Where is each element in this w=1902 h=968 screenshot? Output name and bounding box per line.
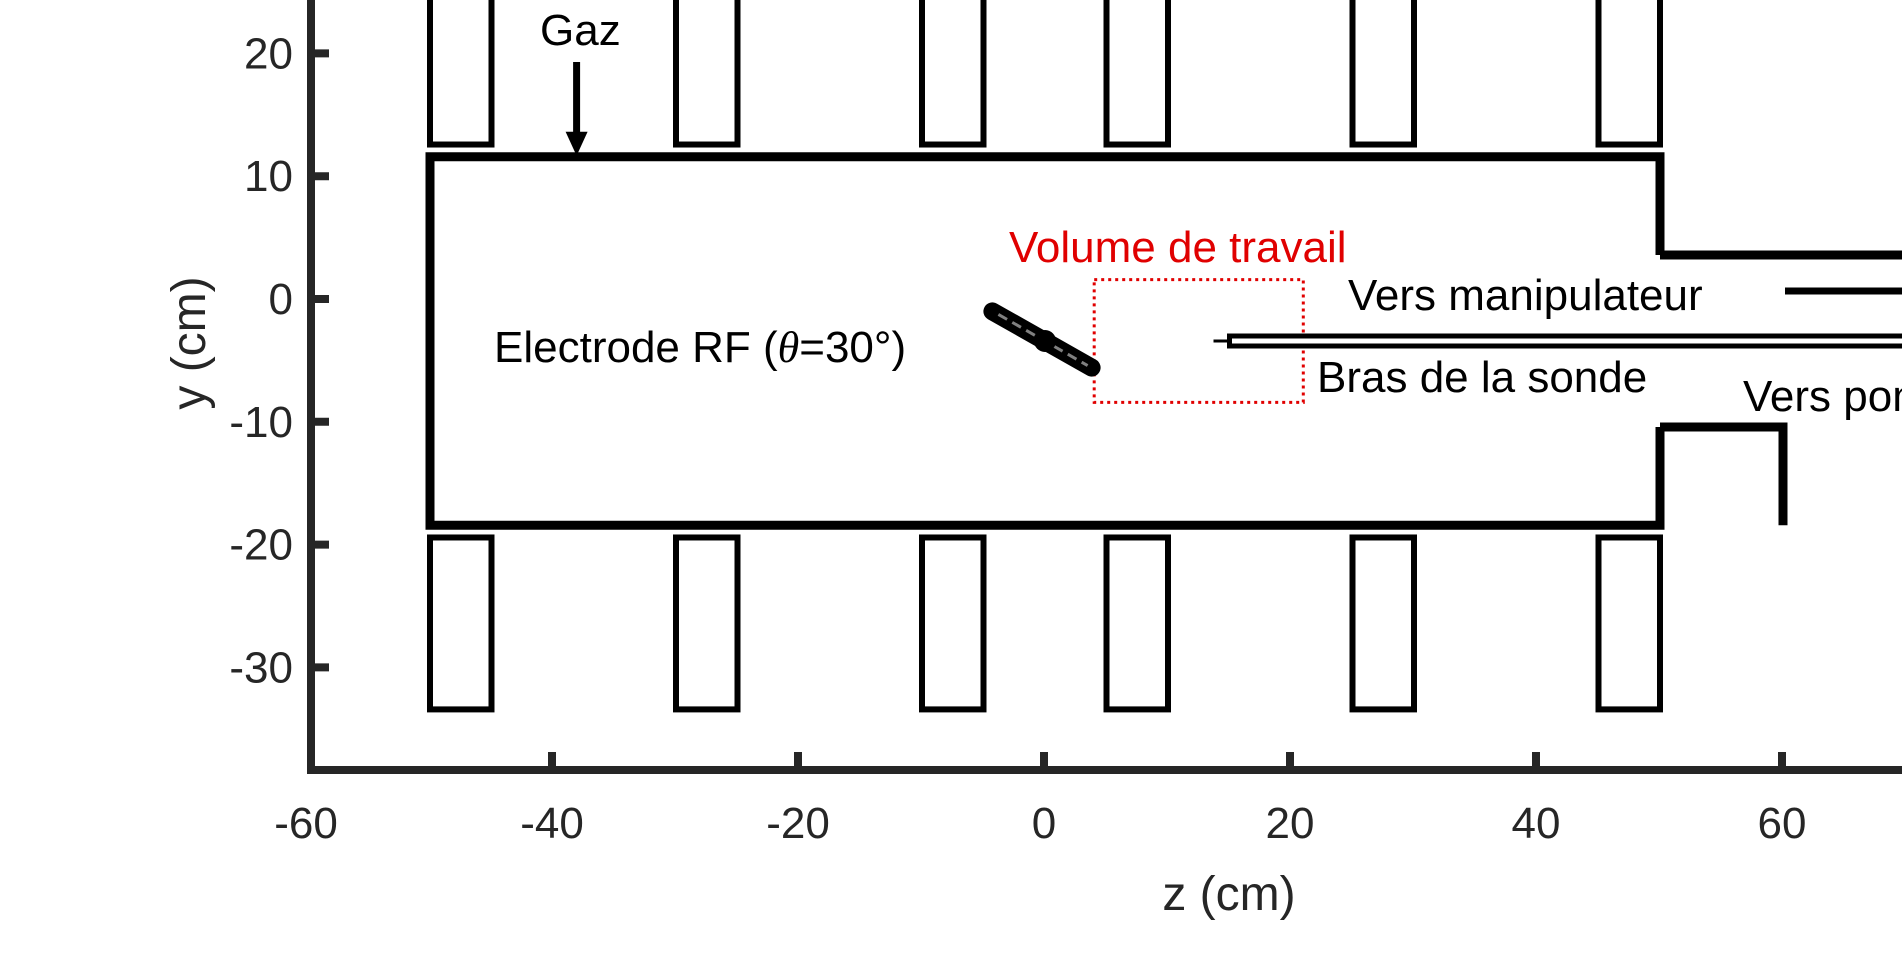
x-tick-label--60: -60 [274,799,338,848]
x-tick-label-60: 60 [1758,799,1807,848]
y-tick-label--10: -10 [229,398,293,447]
chamber-wall [425,152,1665,530]
rf-electrode [983,302,1101,377]
coil-top-2 [673,0,741,148]
y-axis-title: y (cm) [163,276,216,409]
x-tick-label--40: -40 [520,799,584,848]
working-volume-box [1092,278,1305,404]
y-tick-label-10: 10 [244,152,293,201]
axes: -60 -40 -20 0 20 40 60 20 10 0 -10 -20 -30 [229,0,1902,848]
coil-top-1 [427,0,495,148]
x-tick-label--20: -20 [766,799,830,848]
coil-bottom-2 [673,534,741,713]
coil-bottom-3 [919,534,987,713]
probe-arm [1227,333,1902,349]
flow-arrows [565,62,588,156]
manipulator-label: Vers manipulateur [1348,271,1703,320]
working-volume-label: Volume de travail [1009,223,1347,272]
x-tick-label-0: 0 [1032,799,1056,848]
coil-bottom-5 [1349,534,1417,713]
x-axis-title: z (cm) [1162,868,1295,921]
coil-bottom-1 [427,534,495,713]
coil-top-5 [1349,0,1417,148]
gas-arrow-head [565,131,588,156]
gas-inlet-label: Gaz [540,6,621,55]
rf-electrode-label-theta: θ [778,323,800,372]
y-tick-label-20: 20 [244,29,293,78]
probe-arm-label: Bras de la sonde [1317,353,1647,402]
coil-top-3 [919,0,987,148]
coil-top-6 [1595,0,1663,148]
vacuum-vessel-structure [425,0,1902,713]
rf-electrode-label-prefix: Electrode RF ( [494,323,778,372]
pump-label: Vers pompe [1743,372,1902,421]
y-tick-label-0: 0 [269,275,293,324]
coil-bottom-6 [1595,534,1663,713]
rf-electrode-label-suffix: =30°) [799,323,906,372]
electrode-pivot [1034,330,1056,352]
x-tick-label-40: 40 [1512,799,1561,848]
pump-port-wall [1660,422,1788,526]
rf-electrode-label: Electrode RF (θ=30°) [494,323,906,372]
coil-bottom-4 [1103,534,1171,713]
coil-top-4 [1103,0,1171,148]
x-tick-label-20: 20 [1266,799,1315,848]
y-tick-label--30: -30 [229,643,293,692]
y-tick-label--20: -20 [229,521,293,570]
